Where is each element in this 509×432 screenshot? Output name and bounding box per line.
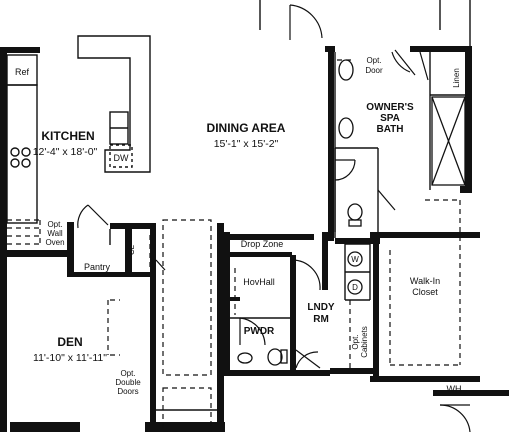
owners-bath-line3: BATH <box>376 124 403 135</box>
powder-name: PWDR <box>244 326 275 337</box>
opt-double-doors-line1: Opt. <box>120 369 135 378</box>
hovhall-name: HovHall <box>243 277 275 287</box>
opt-wall-oven-line2: Wall <box>47 229 62 238</box>
drop-zone-name: Drop Zone <box>241 239 284 249</box>
bath-fixtures <box>237 59 466 366</box>
linen-label: Linen <box>452 68 461 88</box>
room-labels: KITCHEN 12'-4" x 18'-0" DINING AREA 15'-… <box>33 102 440 364</box>
opt-cabinets-line1: Opt. <box>351 334 360 349</box>
kitchen-name: KITCHEN <box>41 129 94 143</box>
dining-name: DINING AREA <box>207 121 286 135</box>
laundry-line2: RM <box>313 314 329 325</box>
opt-double-doors-line2: Double <box>115 378 141 387</box>
den-dims: 11'-10" x 11'-11" <box>33 352 107 364</box>
opt-double-doors-line3: Doors <box>117 387 138 396</box>
owners-bath-line1: OWNER'S <box>366 102 414 113</box>
dryer-label: D <box>352 283 358 292</box>
walkin-line1: Walk-In <box>410 276 440 286</box>
owners-bath-line2: SPA <box>380 113 400 124</box>
ref-label: Ref <box>15 67 30 77</box>
exterior-walls <box>0 46 509 432</box>
opt-cabinets-line2: Cabinets <box>360 326 369 358</box>
opt-wall-oven-line3: Oven <box>45 238 64 247</box>
den-name: DEN <box>57 335 82 349</box>
kitchen-counters <box>6 35 151 224</box>
washer-label: W <box>351 255 359 264</box>
dw-label: DW <box>114 153 129 163</box>
doors <box>77 4 471 432</box>
water-heater-label: WH <box>447 384 462 394</box>
opt-wall-oven-line1: Opt. <box>47 220 62 229</box>
laundry-line1: LNDY <box>307 302 335 313</box>
dining-dims: 15'-1" x 15'-2" <box>214 138 279 150</box>
pantry-name: Pantry <box>84 262 111 272</box>
walkin-line2: Closet <box>412 287 438 297</box>
kitchen-dims: 12'-4" x 18'-0" <box>33 146 98 158</box>
opt-door-line1: Opt. <box>366 56 381 65</box>
interior-partitions <box>109 0 471 411</box>
cl-label: CL <box>127 244 136 255</box>
opt-door-line2: Door <box>365 66 383 75</box>
fixture-labels: Ref DW CL Linen W D WH Opt. Wall Oven Op… <box>15 56 462 396</box>
